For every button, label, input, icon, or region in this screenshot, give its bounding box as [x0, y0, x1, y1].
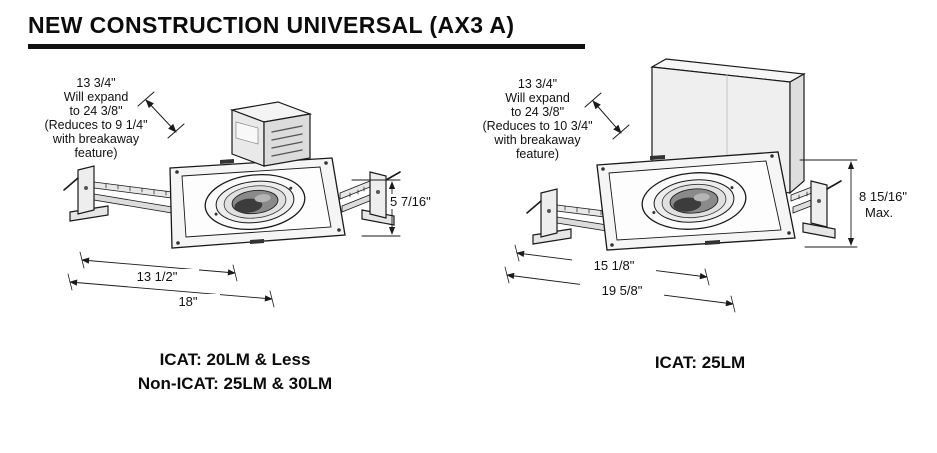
caption-icat-25lm: ICAT: 25LM [654, 353, 746, 372]
expand-note-right: 13 3/4" Will expand to 24 3/8" (Reduces … [482, 77, 593, 161]
dimension-height-left: 5 7/16" [388, 194, 433, 209]
housing-drawing-right [504, 58, 858, 313]
page-title: NEW CONSTRUCTION UNIVERSAL (AX3 A) [28, 12, 515, 38]
caption-icat-20lm: ICAT: 20LM & Less Non-ICAT: 25LM & 30LM [137, 350, 333, 393]
figure-icat-25lm: 13 3/4" Will expand to 24 3/8" (Reduces … [465, 55, 935, 415]
dimension-width-inner-right: 15 1/8" [572, 258, 656, 273]
housing-drawing-left [63, 91, 401, 308]
expand-note-left: 13 3/4" Will expand to 24 3/8" (Reduces … [44, 76, 148, 160]
figure-icat-20lm-and-less: 13 3/4" Will expand to 24 3/8" (Reduces … [20, 60, 450, 410]
dimension-width-outer-right: 19 5/8" [580, 283, 664, 298]
dimension-width-outer-left: 18" [156, 294, 220, 309]
title-underline [28, 44, 585, 49]
dimension-height-right: 8 15/16" [857, 189, 909, 204]
dimension-height-note-right: Max. [863, 205, 896, 220]
dimension-width-inner-left: 13 1/2" [115, 269, 199, 284]
